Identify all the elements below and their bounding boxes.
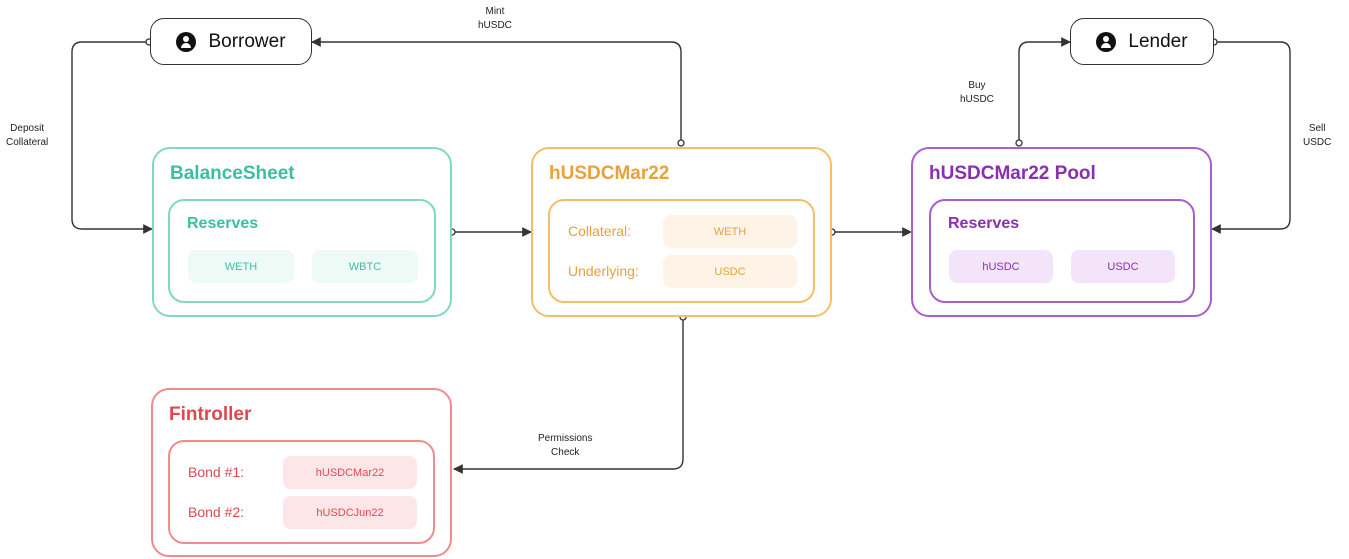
bond-1-value: hUSDCMar22 — [283, 456, 417, 489]
reserve-chip: hUSDC — [949, 250, 1053, 283]
label-line: Sell — [1308, 123, 1326, 134]
bond-1-label: Bond #1: — [188, 464, 245, 480]
user-circle-icon — [176, 31, 197, 52]
collateral-value: WETH — [663, 215, 797, 248]
reserves-title: Reserves — [187, 215, 259, 232]
balancesheet-reserves: Reserves WETH WBTC — [168, 199, 436, 303]
label-buy-husdc: Buy hUSDC — [960, 79, 994, 107]
pool-node[interactable]: hUSDCMar22 Pool Reserves hUSDC USDC — [911, 147, 1212, 317]
reserve-chip: WETH — [188, 250, 294, 283]
label-line: USDC — [1303, 137, 1332, 148]
borrower-node[interactable]: Borrower — [150, 18, 312, 65]
fintroller-node[interactable]: Fintroller Bond #1: hUSDCMar22 Bond #2: … — [151, 388, 452, 557]
edge-deposit-collateral — [71, 41, 153, 234]
label-line: Permissions — [538, 433, 593, 444]
underlying-label: Underlying: — [568, 263, 639, 279]
htoken-details: Collateral: WETH Underlying: USDC — [548, 199, 815, 303]
label-line: hUSDC — [478, 20, 512, 31]
label-line: Buy — [968, 80, 986, 91]
label-line: Check — [551, 447, 580, 458]
pool-title: hUSDCMar22 Pool — [929, 163, 1096, 184]
bond-2-label: Bond #2: — [188, 504, 245, 520]
label-line: hUSDC — [960, 94, 994, 105]
reserves-title: Reserves — [948, 215, 1020, 232]
user-circle-icon — [1096, 31, 1117, 52]
label-deposit-collateral: Deposit Collateral — [6, 122, 48, 150]
edge-sell-usdc — [1211, 41, 1291, 234]
lender-node[interactable]: Lender — [1070, 18, 1214, 65]
label-line: Mint — [485, 6, 505, 17]
htoken-title: hUSDCMar22 — [549, 163, 670, 184]
label-permissions-check: Permissions Check — [538, 432, 592, 460]
pool-reserves: Reserves hUSDC USDC — [929, 199, 1195, 303]
label-sell-usdc: Sell USDC — [1303, 122, 1331, 150]
label-line: Deposit — [10, 123, 45, 134]
edge-permissions-check — [453, 317, 684, 474]
reserve-chip: WBTC — [312, 250, 418, 283]
underlying-value: USDC — [663, 255, 797, 288]
label-mint-husdc: Mint hUSDC — [478, 5, 512, 33]
fintroller-bonds: Bond #1: hUSDCMar22 Bond #2: hUSDCJun22 — [168, 440, 435, 544]
fintroller-title: Fintroller — [169, 404, 252, 425]
reserve-chip: USDC — [1071, 250, 1175, 283]
label-line: Collateral — [6, 137, 49, 148]
port-htoken-top — [677, 139, 685, 147]
borrower-label: Borrower — [208, 30, 286, 52]
bond-2-value: hUSDCJun22 — [283, 496, 417, 529]
port-pool-top — [1015, 139, 1023, 147]
collateral-label: Collateral: — [568, 223, 632, 239]
lender-label: Lender — [1128, 30, 1188, 52]
htoken-node[interactable]: hUSDCMar22 Collateral: WETH Underlying: … — [531, 147, 832, 317]
edge-mint-husdc — [311, 37, 682, 143]
balancesheet-node[interactable]: BalanceSheet Reserves WETH WBTC — [152, 147, 452, 317]
balancesheet-title: BalanceSheet — [170, 163, 295, 184]
edge-buy-husdc — [1018, 37, 1071, 143]
